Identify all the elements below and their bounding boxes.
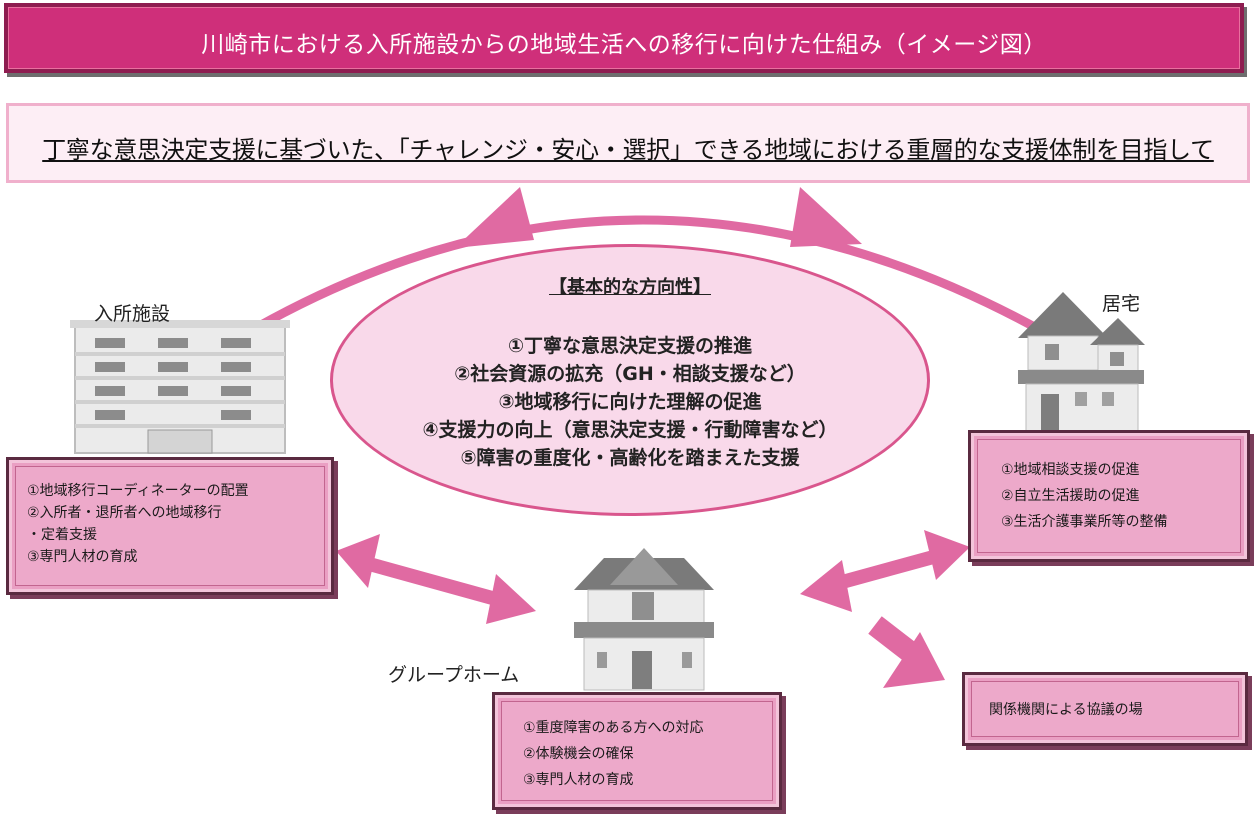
home-items: ①地域相談支援の促進 ②自立生活援助の促進 ③生活介護事業所等の整備: [1001, 457, 1168, 535]
council-arrow-shaft: [868, 616, 917, 661]
grouphome-arrowhead-right: [800, 560, 852, 612]
direction-item: ⑤障害の重度化・高齢化を踏まえた支援: [460, 447, 800, 469]
council-label: 関係機関による協議の場: [989, 702, 1143, 718]
council-arrowhead: [883, 632, 945, 688]
council-box: 関係機関による協議の場: [962, 672, 1248, 746]
facility-item: ②入所者・退所者への地域移行: [27, 505, 222, 521]
grouphome-house-icon: [574, 548, 714, 691]
grouphome-item: ①重度障害のある方への対応: [523, 720, 704, 736]
facility-grouphome-arrow: [360, 555, 516, 611]
grouphome-items: ①重度障害のある方への対応 ②体験機会の確保 ③専門人材の育成: [523, 715, 704, 793]
home-arrowhead: [924, 530, 970, 580]
basic-direction-list: ①丁寧な意思決定支援の推進 ②社会資源の拡充（GH・相談支援など） ③地域移行に…: [333, 332, 927, 472]
grouphome-item: ③専門人材の育成: [523, 772, 634, 788]
grouphome-item: ②体験機会の確保: [523, 746, 634, 762]
facility-item: ①地域移行コーディネーターの配置: [27, 483, 249, 499]
basic-direction-heading: 【基本的な方向性】: [549, 277, 711, 298]
direction-item: ④支援力の向上（意思決定支援・行動障害など）: [422, 419, 838, 441]
home-item: ③生活介護事業所等の整備: [1001, 514, 1168, 530]
home-item: ①地域相談支援の促進: [1001, 462, 1140, 478]
basic-direction-ellipse: 【基本的な方向性】 ①丁寧な意思決定支援の推進 ②社会資源の拡充（GH・相談支援…: [330, 244, 930, 516]
facility-box: ①地域移行コーディネーターの配置 ②入所者・退所者への地域移行 ・定着支援 ③専…: [6, 457, 334, 595]
page-title: 川崎市における入所施設からの地域生活への移行に向けた仕組み（イメージ図）: [201, 32, 1047, 58]
direction-item: ②社会資源の拡充（GH・相談支援など）: [454, 363, 806, 385]
title-banner: 川崎市における入所施設からの地域生活への移行に向けた仕組み（イメージ図）: [4, 3, 1244, 73]
grouphome-label: グループホーム: [388, 664, 520, 686]
facility-item: ・定着支援: [27, 527, 97, 543]
arc-arrowhead-right: [790, 187, 862, 247]
grouphome-arrowhead-left: [486, 574, 536, 624]
facility-items: ①地域移行コーディネーターの配置 ②入所者・退所者への地域移行 ・定着支援 ③専…: [27, 480, 249, 568]
home-box: ①地域相談支援の促進 ②自立生活援助の促進 ③生活介護事業所等の整備: [968, 430, 1250, 562]
home-label: 居宅: [1102, 293, 1141, 315]
grouphome-box: ①重度障害のある方への対応 ②体験機会の確保 ③専門人材の育成: [492, 692, 782, 810]
cycle-arc-arrow: [249, 215, 1043, 334]
subtitle-text: 丁寧な意思決定支援に基づいた、「チャレンジ・安心・選択」できる地域における重層的…: [42, 136, 1214, 164]
facility-label: 入所施設: [94, 303, 171, 325]
home-item: ②自立生活援助の促進: [1001, 488, 1140, 504]
direction-item: ③地域移行に向けた理解の促進: [498, 391, 762, 413]
home-house-icon: [1018, 292, 1145, 435]
facility-building-icon: [70, 320, 290, 454]
direction-item: ①丁寧な意思決定支援の推進: [507, 335, 753, 357]
arc-arrowhead-left: [455, 187, 534, 248]
facility-item: ③専門人材の育成: [27, 549, 138, 565]
facility-arrowhead: [336, 534, 380, 588]
subtitle-box: 丁寧な意思決定支援に基づいた、「チャレンジ・安心・選択」できる地域における重層的…: [6, 103, 1250, 183]
